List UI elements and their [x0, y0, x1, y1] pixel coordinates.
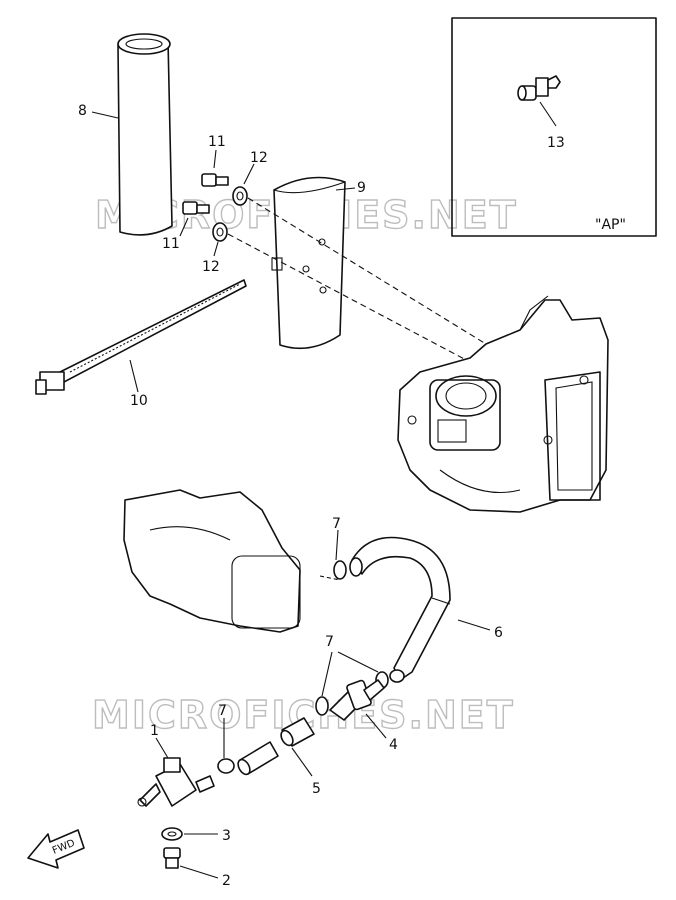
- part-9-cover: [271, 176, 346, 350]
- callout-2: 2: [222, 873, 231, 889]
- part-3-washer: [161, 827, 183, 841]
- part-5-hose-long: [280, 717, 315, 747]
- callout-4: 4: [389, 737, 398, 753]
- part-8-sleeve: [117, 33, 173, 236]
- part-7-clip-upper: [319, 560, 347, 581]
- callout-11-lower: 11: [162, 236, 180, 252]
- callout-7-upper: 7: [332, 516, 341, 532]
- part-11-bolt-lower: [182, 201, 210, 215]
- callout-8: 8: [78, 103, 87, 119]
- part-11-bolt-upper: [201, 173, 229, 187]
- part-12-washer-lower: [212, 222, 228, 242]
- part-6-hose: [349, 536, 451, 683]
- callout-13: 13: [547, 135, 565, 151]
- part-4-fitting: [329, 679, 385, 721]
- part-1-valve: [137, 757, 215, 807]
- cylinder-outline: [123, 489, 301, 633]
- part-5-hose-short: [237, 741, 279, 776]
- callout-9: 9: [357, 180, 366, 196]
- inset-box: 13 "AP": [451, 17, 657, 237]
- part-7-clip-lower: [217, 758, 235, 774]
- callout-11-upper: 11: [208, 134, 226, 150]
- callout-1: 1: [150, 723, 159, 739]
- callout-6: 6: [494, 625, 503, 641]
- callout-12-upper: 12: [250, 150, 268, 166]
- engine-block: [397, 295, 609, 513]
- part-12-washer-upper: [232, 186, 248, 206]
- callout-5: 5: [312, 781, 321, 797]
- inset-ap-label: "AP": [595, 217, 626, 233]
- callout-7-middle: 7: [325, 634, 334, 650]
- callout-10: 10: [130, 393, 148, 409]
- part-2-bolt: [163, 847, 181, 869]
- part-13-fitting: [517, 75, 561, 101]
- callout-7-lower: 7: [218, 703, 227, 719]
- callout-12-lower: 12: [202, 259, 220, 275]
- fwd-arrow: FWD: [27, 829, 85, 869]
- part-10-cable-tie: [35, 279, 247, 395]
- callout-3: 3: [222, 828, 231, 844]
